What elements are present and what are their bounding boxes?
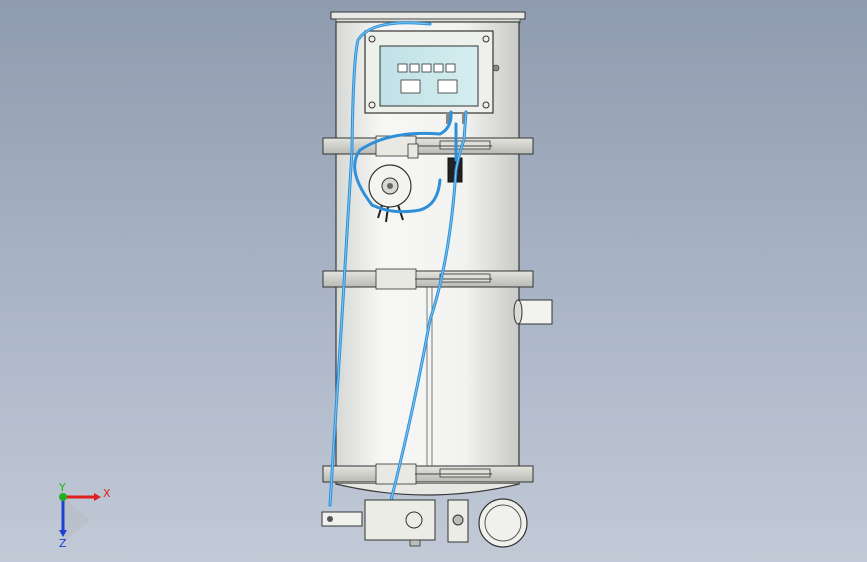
display-left [400, 79, 421, 94]
tank-lid[interactable] [330, 11, 526, 24]
middle-clamp-band[interactable] [322, 268, 534, 290]
controller-buttons[interactable] [397, 63, 456, 73]
controller-box[interactable] [364, 30, 500, 114]
lower-clamp-band[interactable] [322, 463, 534, 485]
bottom-check-valve[interactable] [447, 499, 469, 543]
side-nozzle[interactable] [513, 299, 553, 325]
display-right [437, 79, 458, 94]
coordinate-triad: X Y Z [58, 481, 111, 550]
z-axis-label: Z [59, 537, 67, 550]
peristaltic-pump[interactable] [368, 143, 419, 223]
bottom-outlet-pipe[interactable] [321, 511, 363, 527]
bottom-pump-housing[interactable] [478, 498, 528, 548]
upper-clamp-band[interactable] [322, 135, 534, 157]
z-arrow-head [59, 530, 67, 537]
y-axis-dot [59, 493, 67, 501]
bottom-valve-box[interactable] [364, 499, 436, 547]
y-axis-label: Y [58, 481, 66, 494]
x-arrow-head [94, 493, 101, 501]
x-axis-label: X [103, 487, 111, 500]
